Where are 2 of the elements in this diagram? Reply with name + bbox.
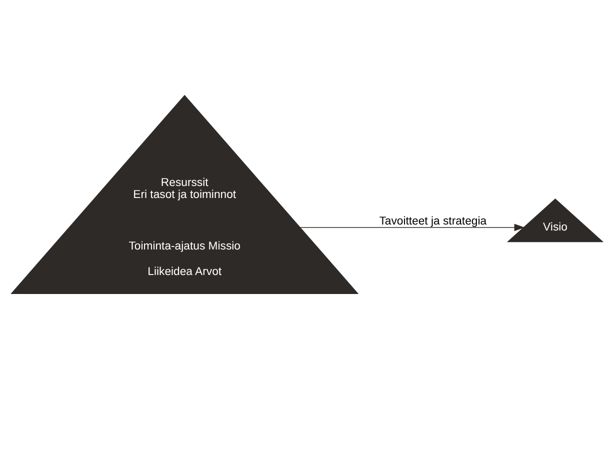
arrow — [300, 223, 525, 231]
edge-label: Tavoitteet ja strategia — [379, 214, 487, 227]
